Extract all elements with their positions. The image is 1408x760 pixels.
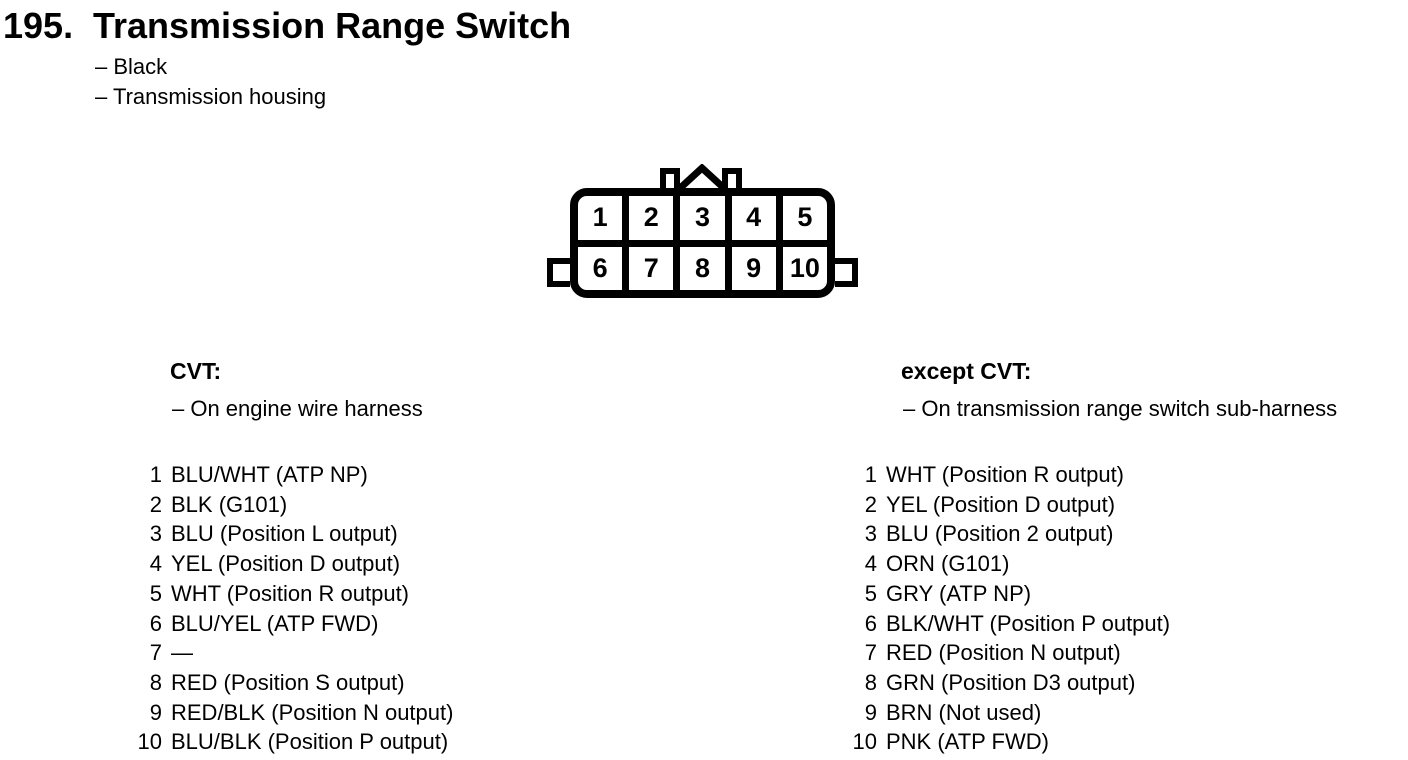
connector-pin-cell: 10 [782,246,827,290]
connector-pin-cell: 1 [578,196,623,240]
connector-latch-tab-right [722,168,742,188]
connector-pin-cell: 4 [731,196,776,240]
pin-row: 8 RED (Position S output) [128,668,453,698]
pin-row: 9 RED/BLK (Position N output) [128,698,454,728]
pin-number: 4 [864,551,877,577]
pin-label: GRN (Position D3 output) [886,669,1136,695]
connector-pin-grid: 1 2 3 4 5 6 7 8 9 10 [578,196,827,290]
pin-row: 2 YEL (Position D output) [843,490,1170,520]
pin-number: 1 [149,462,162,487]
pin-number: 10 [137,729,162,755]
pin-row: 7 RED (Position N output) [843,638,1170,668]
section-number: 195. [3,5,74,46]
note-color: – Black [95,54,168,79]
pin-label: — [171,640,193,666]
pin-number: 5 [864,580,877,606]
pin-row: 4 ORN (G101) [843,549,1170,579]
pin-number: 3 [864,521,877,547]
connector-pin-cell: 3 [680,196,725,240]
connector-key-tab-left [547,258,570,287]
connector-body: 1 2 3 4 5 6 7 8 9 10 [570,188,835,298]
pin-label: BLU/BLK (Position P output) [171,729,449,755]
connector-pin-cell: 5 [782,196,827,240]
connector-latch-chevron-icon [676,164,728,192]
connector-notes: – Black – Transmission housing [95,52,326,112]
connector-diagram: 1 2 3 4 5 6 7 8 9 10 [546,164,860,300]
pin-label: GRY (ATP NP) [886,580,1032,606]
pin-row: 9 BRN (Not used) [843,698,1170,728]
pin-label: YEL (Position D output) [886,491,1116,517]
pin-row: 3 BLU (Position L output) [128,519,453,549]
pin-list-except-cvt: 1 WHT (Position R output) 2 YEL (Positio… [843,460,1171,757]
pin-number: 2 [864,491,877,517]
pin-label: RED/BLK (Position N output) [171,699,454,725]
pin-label: BLU/YEL (ATP FWD) [171,610,379,636]
pin-row: 1 BLU/WHT (ATP NP) [128,460,453,490]
page-title: Transmission Range Switch [93,5,572,46]
connector-key-tab-right [835,258,858,287]
pin-row: 10 BLU/BLK (Position P output) [128,727,453,757]
pin-number: 9 [864,699,877,725]
pin-label: BLU (Position 2 output) [886,521,1114,547]
pin-number: 2 [149,491,162,517]
note-location: – Transmission housing [95,84,327,109]
pin-row: 5 WHT (Position R output) [128,579,453,609]
pin-label: WHT (Position R output) [886,462,1125,487]
pin-number: 10 [852,729,877,755]
connector-pin-cell: 9 [731,246,776,290]
pin-number: 4 [149,551,162,577]
pin-number: 8 [864,669,877,695]
pin-label: RED (Position S output) [171,669,405,695]
pin-label: BLK/WHT (Position P output) [886,610,1171,636]
pin-row: 7 — [128,638,453,668]
pin-number: 9 [149,699,162,725]
pin-label: BLU (Position L output) [171,521,398,547]
pin-number: 6 [149,610,162,636]
pin-row: 2 BLK (G101) [128,490,453,520]
pin-row: 5 GRY (ATP NP) [843,579,1170,609]
section-subheading-cvt: – On engine wire harness [172,396,423,421]
pin-label: YEL (Position D output) [171,551,401,577]
pin-number: 1 [864,462,877,487]
connector-pin-cell: 8 [680,246,725,290]
pin-label: BLK (G101) [171,491,288,517]
connector-latch-tab-left [660,168,680,188]
pin-label: BRN (Not used) [886,699,1042,725]
pin-number: 5 [149,580,162,606]
pin-label: PNK (ATP FWD) [886,729,1049,755]
pin-row: 6 BLK/WHT (Position P output) [843,609,1170,639]
pin-row: 4 YEL (Position D output) [128,549,453,579]
connector-pin-cell: 2 [629,196,674,240]
pin-row: 1 WHT (Position R output) [843,460,1170,490]
pin-number: 7 [864,640,877,666]
pin-label: BLU/WHT (ATP NP) [171,462,368,487]
pin-label: ORN (G101) [886,551,1010,577]
pin-row: 6 BLU/YEL (ATP FWD) [128,609,453,639]
pin-label: WHT (Position R output) [171,580,410,606]
section-heading-except-cvt: except CVT: [901,358,1032,384]
pin-number: 6 [864,610,877,636]
pin-list-cvt: 1 BLU/WHT (ATP NP) 2 BLK (G101) 3 BLU (P… [128,460,454,757]
pin-number: 8 [149,669,162,695]
connector-pin-cell: 7 [629,246,674,290]
pin-row: 10 PNK (ATP FWD) [843,727,1170,757]
pin-row: 3 BLU (Position 2 output) [843,519,1170,549]
pin-number: 3 [149,521,162,547]
section-heading-cvt: CVT: [170,358,222,384]
pin-label: RED (Position N output) [886,640,1121,666]
connector-pin-cell: 6 [578,246,623,290]
section-subheading-except-cvt: – On transmission range switch sub-harne… [903,396,1338,421]
pin-row: 8 GRN (Position D3 output) [843,668,1170,698]
pin-number: 7 [149,640,162,666]
